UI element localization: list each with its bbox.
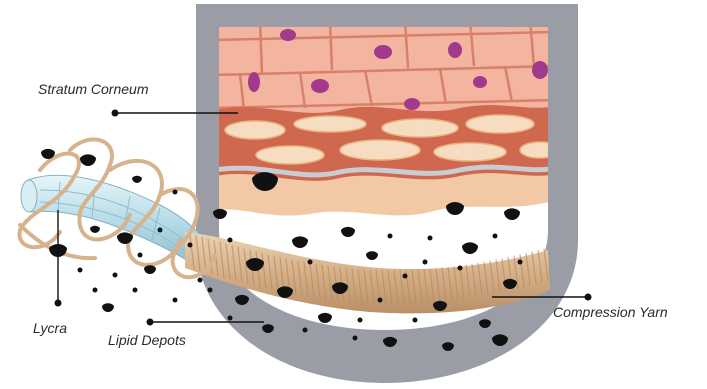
label-lipid-depots: Lipid Depots — [108, 332, 186, 348]
label-lycra: Lycra — [33, 320, 67, 336]
label-compression-yarn: Compression Yarn — [553, 304, 668, 320]
label-stratum-corneum: Stratum Corneum — [38, 81, 148, 97]
